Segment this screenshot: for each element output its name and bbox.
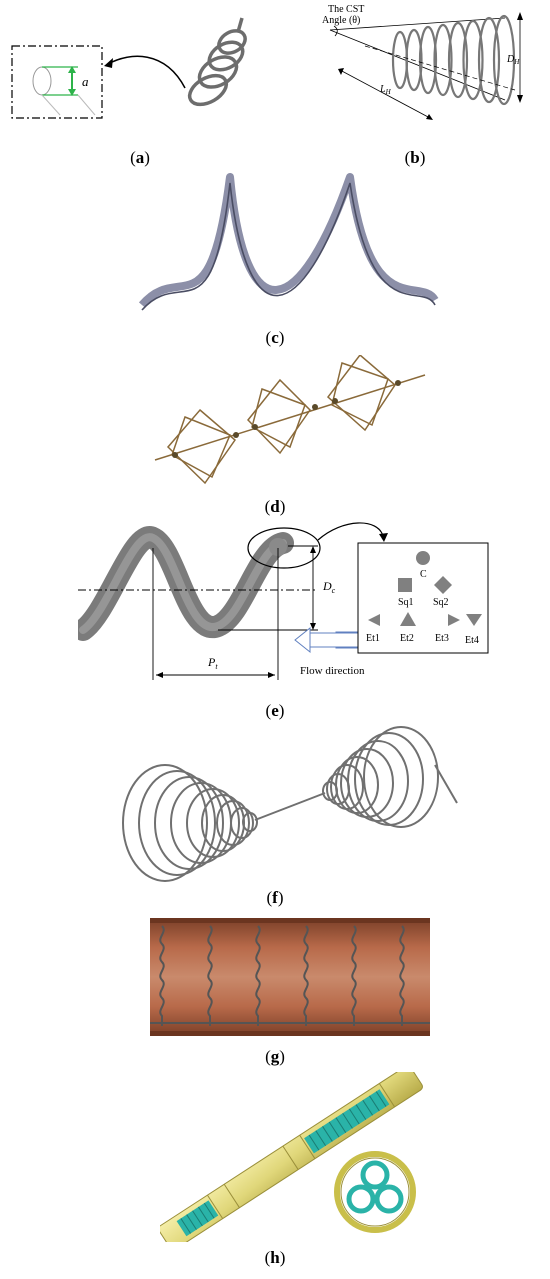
panel-a-figure: a (11, 17, 247, 119)
spring-coil (187, 17, 247, 107)
pointer-arrow (107, 55, 186, 89)
dh-label: DH (506, 54, 520, 66)
caption-c: (c) (265, 328, 285, 347)
caption-f: (f) (266, 888, 284, 907)
legend-tri-left (368, 614, 380, 626)
panel-d-wire-frame (154, 355, 426, 485)
caption-d: (d) (264, 497, 286, 516)
caption-b: (b) (404, 148, 426, 167)
left-cone-coil (122, 764, 258, 882)
inner-coil-2 (346, 1184, 376, 1214)
legend-et2: Et2 (400, 633, 414, 644)
lh-label: LH (379, 84, 392, 96)
caption-g: (g) (265, 1047, 285, 1066)
legend-et3: Et3 (435, 633, 449, 644)
caption-e: (e) (265, 701, 285, 720)
dc-label: Dc (322, 579, 336, 595)
legend-c: C (420, 569, 427, 580)
legend-et4: Et4 (465, 635, 479, 646)
cross-section-box (11, 45, 103, 119)
panel-b-figure: The CST Angle (θ) DH LH (322, 4, 523, 120)
pt-label: Pt (207, 655, 218, 671)
legend-sq1: Sq1 (398, 597, 414, 608)
conical-coil (391, 14, 516, 106)
inner-coil-1 (360, 1160, 390, 1190)
highlight-ellipse (247, 527, 321, 569)
label-a: a (82, 74, 89, 89)
legend-tri-down (466, 614, 482, 626)
legend-sq2: Sq2 (433, 597, 449, 608)
caption-h: (h) (264, 1248, 286, 1267)
legend-diamond (434, 576, 452, 594)
wire-cross-section (32, 66, 52, 96)
right-cone-coil (322, 726, 458, 828)
copper-tube (150, 918, 430, 1036)
cst-angle-label-1: The CST (328, 4, 364, 15)
caption-a: (a) (130, 148, 150, 167)
shape-legend-box (357, 542, 489, 654)
panel-g-tube-inserts (150, 918, 430, 1036)
legend-tri-up (400, 612, 416, 626)
flow-direction-label: Flow direction (300, 665, 365, 677)
inner-coil-3 (374, 1184, 404, 1214)
panel-h-tube-section (160, 1072, 423, 1242)
panel-c-twisted-tape (138, 173, 439, 311)
cst-angle-label-2: Angle (θ) (322, 15, 360, 26)
panel-e-helical-wire: Pt Dc Flow direction C Sq1 Sq2 Et1 Et2 E… (78, 522, 489, 680)
legend-tri-right (448, 614, 460, 626)
legend-circle (416, 551, 430, 565)
legend-square (398, 578, 412, 592)
panel-f-double-cone (122, 726, 458, 882)
teal-coil-insert-2 (304, 1089, 390, 1154)
legend-et1: Et1 (366, 633, 380, 644)
